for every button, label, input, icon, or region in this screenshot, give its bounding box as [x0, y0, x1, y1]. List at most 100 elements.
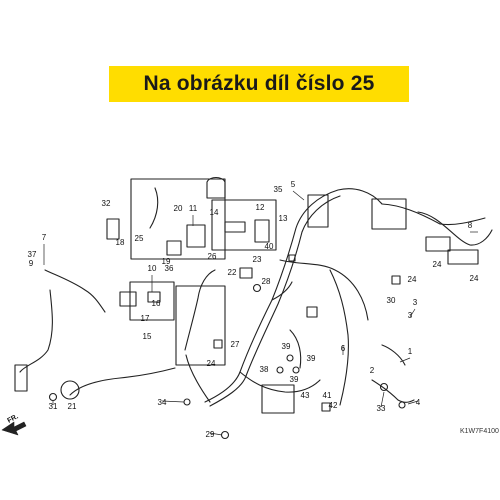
- bolt-38: [183, 398, 191, 406]
- callout-number: 24: [207, 359, 216, 368]
- connector-6: [306, 306, 318, 318]
- clip-24b: [321, 402, 331, 412]
- callout-number: 36: [165, 264, 174, 273]
- callout-number: 11: [189, 204, 198, 213]
- callout-number: 29: [206, 430, 215, 439]
- harness-center: [184, 269, 216, 351]
- callout-number: 4: [416, 398, 421, 407]
- cable-32: [271, 281, 293, 301]
- callout-number: 23: [253, 255, 262, 264]
- part-number-banner: Na obrázku díl číslo 25: [109, 66, 409, 102]
- callout-number: 42: [329, 401, 338, 410]
- socket-22: [239, 267, 253, 279]
- bolt-35: [48, 392, 58, 402]
- callout-number: 35: [274, 185, 283, 194]
- clip-40: [276, 366, 284, 374]
- clip-23: [252, 283, 262, 293]
- harness-branch-right: [381, 203, 486, 226]
- callout-box-12-13: [211, 199, 277, 251]
- callout-number: 27: [231, 340, 240, 349]
- fuse-block: [371, 198, 407, 230]
- clip-43: [286, 354, 294, 362]
- fr-arrow: [1, 421, 27, 436]
- left-sub-harness: [44, 269, 106, 313]
- callout-number: 39: [307, 354, 316, 363]
- callout-number: 21: [68, 402, 77, 411]
- callout-number: 25: [135, 234, 144, 243]
- cover-25: [425, 236, 451, 252]
- callout-number: 24: [408, 275, 417, 284]
- callout-number: 34: [158, 398, 167, 407]
- callout-number: 14: [210, 208, 219, 217]
- callout-box-28: [175, 285, 226, 366]
- callout-number: 39: [290, 375, 299, 384]
- leader-line: [209, 432, 223, 436]
- callout-number: 24: [470, 274, 479, 283]
- strap-14: [206, 176, 226, 199]
- callout-number: 10: [148, 264, 157, 273]
- bolt-33: [220, 430, 230, 440]
- cover-26: [447, 249, 479, 265]
- callout-number: 43: [301, 391, 310, 400]
- callout-number: 3: [413, 298, 418, 307]
- pad-14: [224, 221, 246, 233]
- switch-11: [186, 224, 206, 248]
- right-cable-2: [371, 379, 415, 403]
- can-9: [14, 364, 28, 392]
- callout-number: 40: [265, 242, 274, 251]
- bolt-4: [398, 401, 406, 409]
- callout-number: 19: [162, 257, 171, 266]
- bolt-37: [379, 382, 389, 392]
- leader-line: [409, 308, 416, 318]
- callout-number: 31: [49, 402, 58, 411]
- leader-line: [292, 190, 305, 201]
- callout-number: 20: [174, 204, 183, 213]
- callout-number: 6: [341, 344, 346, 353]
- clip-27: [391, 275, 401, 285]
- relay-box: [307, 194, 329, 228]
- callout-number: 13: [279, 214, 288, 223]
- callout-number: 3: [408, 311, 413, 320]
- leader-line: [407, 400, 419, 405]
- callout-number: 37: [28, 250, 37, 259]
- direction-label: FR.: [6, 413, 19, 425]
- left-sub-harness-2: [19, 289, 53, 373]
- diagram-code: K1W7F4100: [460, 428, 499, 435]
- callout-number: 28: [262, 277, 271, 286]
- harness-center-2: [185, 354, 211, 403]
- left-leader: [69, 367, 176, 396]
- clip-24a: [288, 254, 296, 262]
- harness-branch-left: [279, 259, 369, 321]
- callout-number: 41: [323, 391, 332, 400]
- callout-number: 17: [141, 314, 150, 323]
- callout-number: 22: [228, 268, 237, 277]
- callout-number: 8: [468, 221, 473, 230]
- callout-number: 32: [102, 199, 111, 208]
- right-cable-1: [381, 344, 406, 366]
- callout-number: 26: [208, 252, 217, 261]
- callout-number: 30: [387, 296, 396, 305]
- switch-19: [166, 240, 182, 256]
- callout-number: 1: [408, 347, 413, 356]
- right-cable-8: [417, 211, 493, 246]
- callout-number: 16: [152, 299, 161, 308]
- callout-number: 38: [260, 365, 269, 374]
- connector-16: [119, 291, 137, 307]
- harness-lower: [239, 371, 321, 393]
- pad-13: [254, 219, 270, 243]
- callout-number: 24: [433, 260, 442, 269]
- clip-42: [292, 366, 300, 374]
- leader-line: [399, 357, 411, 363]
- callout-number: 9: [29, 259, 34, 268]
- sensor-21: [60, 380, 80, 400]
- connector-17: [147, 291, 161, 303]
- callout-number: 5: [291, 180, 296, 189]
- leader-line: [380, 391, 385, 408]
- callout-box-11-20: [130, 178, 226, 260]
- leader-line: [161, 400, 185, 403]
- callout-number: 39: [282, 342, 291, 351]
- callout-number: 18: [116, 238, 125, 247]
- cable-down: [289, 329, 302, 369]
